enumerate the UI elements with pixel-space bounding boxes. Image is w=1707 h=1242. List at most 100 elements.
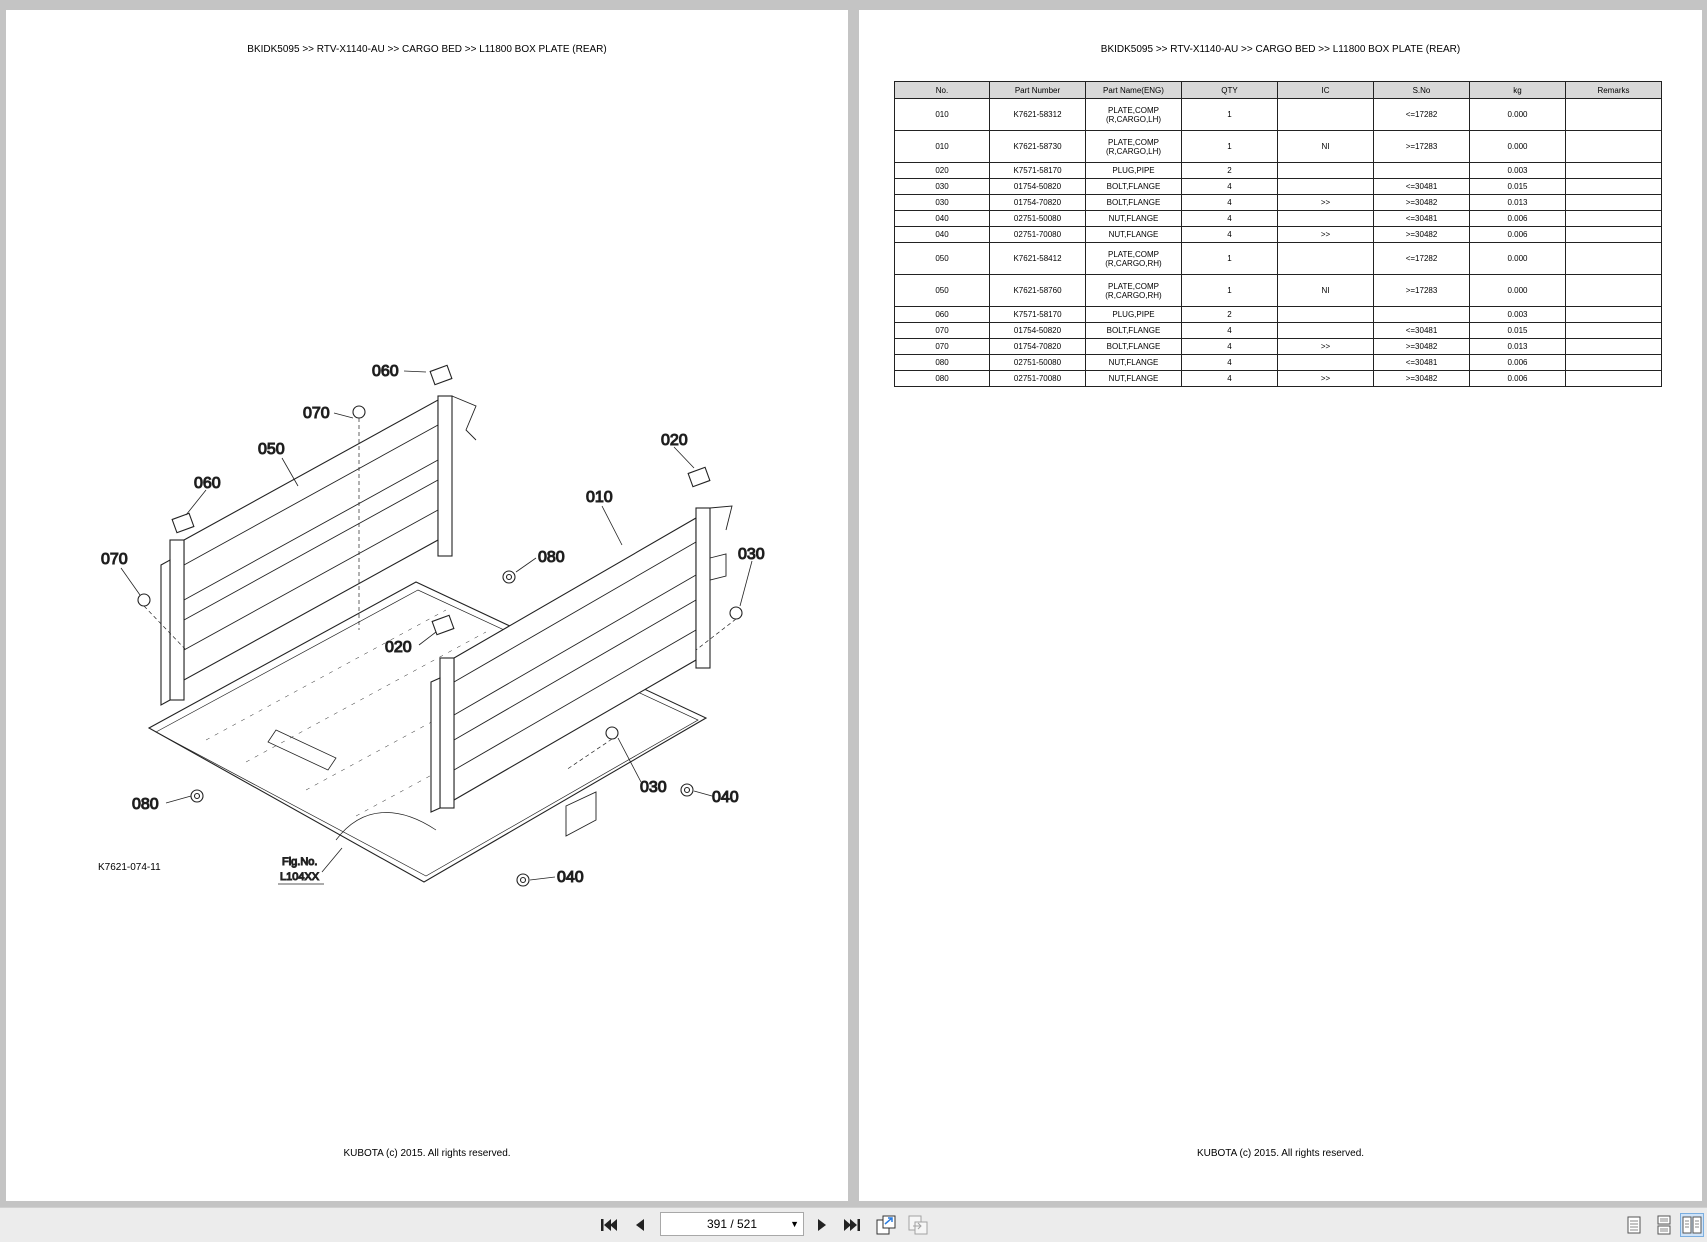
callout-020-right: 020 bbox=[661, 432, 688, 449]
cell-remarks bbox=[1565, 162, 1662, 179]
cell-kg: 0.000 bbox=[1469, 98, 1566, 131]
cell-ic bbox=[1277, 322, 1374, 339]
cell-ic bbox=[1277, 178, 1374, 195]
copyright-footer: KUBOTA (c) 2015. All rights reserved. bbox=[343, 1148, 511, 1159]
cell-sno: >=17283 bbox=[1373, 130, 1470, 163]
cell-qty: 1 bbox=[1181, 274, 1278, 307]
table-row: 040 02751-70080 NUT,FLANGE 4 >> >=30482 … bbox=[894, 226, 1662, 243]
cell-sno: <=17282 bbox=[1373, 242, 1470, 275]
right-page: BKIDK5095 >> RTV-X1140-AU >> CARGO BED >… bbox=[859, 10, 1702, 1201]
col-header-part-number: Part Number bbox=[989, 81, 1086, 99]
col-header-part-name: Part Name(ENG) bbox=[1085, 81, 1182, 99]
fit-page-icon[interactable] bbox=[874, 1213, 898, 1237]
cell-no: 060 bbox=[894, 306, 990, 323]
table-row: 050 K7621-58760 PLATE,COMP(R,CARGO,RH) 1… bbox=[894, 274, 1662, 307]
table-row: 020 K7571-58170 PLUG,PIPE 2 0.003 bbox=[894, 162, 1662, 179]
continuous-view-icon[interactable] bbox=[1652, 1213, 1676, 1237]
page-breadcrumb: BKIDK5095 >> RTV-X1140-AU >> CARGO BED >… bbox=[247, 44, 607, 55]
cell-part-name: NUT,FLANGE bbox=[1085, 226, 1182, 243]
callout-030-bottom: 030 bbox=[640, 779, 667, 796]
page-dropdown-icon[interactable]: ▼ bbox=[790, 1219, 799, 1229]
cell-no: 020 bbox=[894, 162, 990, 179]
fit-width-icon[interactable] bbox=[906, 1213, 930, 1237]
cell-part-name: NUT,FLANGE bbox=[1085, 354, 1182, 371]
cell-part-name: PLATE,COMP(R,CARGO,RH) bbox=[1085, 242, 1182, 275]
cell-part-number: K7621-58312 bbox=[989, 98, 1086, 131]
callout-080-top: 080 bbox=[538, 549, 565, 566]
part-name-line1: PLATE,COMP bbox=[1108, 281, 1159, 291]
part-name-line2: (R,CARGO,LH) bbox=[1105, 114, 1162, 124]
cell-no: 080 bbox=[894, 354, 990, 371]
next-page-icon[interactable] bbox=[810, 1213, 834, 1237]
cell-remarks bbox=[1565, 370, 1662, 387]
cell-no: 030 bbox=[894, 178, 990, 195]
cell-part-number: 01754-50820 bbox=[989, 322, 1086, 339]
cell-remarks bbox=[1565, 354, 1662, 371]
callout-050: 050 bbox=[258, 441, 285, 458]
cell-sno: <=30481 bbox=[1373, 354, 1470, 371]
cell-qty: 4 bbox=[1181, 178, 1278, 195]
cell-remarks bbox=[1565, 274, 1662, 307]
cell-no: 010 bbox=[894, 130, 990, 163]
cell-no: 070 bbox=[894, 338, 990, 355]
table-row: 070 01754-50820 BOLT,FLANGE 4 <=30481 0.… bbox=[894, 322, 1662, 339]
cell-sno: <=17282 bbox=[1373, 98, 1470, 131]
callout-020-center: 020 bbox=[385, 639, 412, 656]
figure-code: K7621-074-11 bbox=[98, 862, 161, 873]
cell-remarks bbox=[1565, 322, 1662, 339]
cell-qty: 1 bbox=[1181, 98, 1278, 131]
col-header-no: No. bbox=[894, 81, 990, 99]
cell-kg: 0.013 bbox=[1469, 338, 1566, 355]
cell-part-name: NUT,FLANGE bbox=[1085, 370, 1182, 387]
callout-030-right: 030 bbox=[738, 546, 765, 563]
table-row: 010 K7621-58730 PLATE,COMP(R,CARGO,LH) 1… bbox=[894, 130, 1662, 163]
cell-part-number: 01754-70820 bbox=[989, 338, 1086, 355]
cell-part-name: PLATE,COMP(R,CARGO,LH) bbox=[1085, 130, 1182, 163]
part-name-line1: PLATE,COMP bbox=[1108, 105, 1159, 115]
cell-part-name: BOLT,FLANGE bbox=[1085, 178, 1182, 195]
cell-ic: >> bbox=[1277, 370, 1374, 387]
table-row: 040 02751-50080 NUT,FLANGE 4 <=30481 0.0… bbox=[894, 210, 1662, 227]
fig-no-label: Fig.No. bbox=[282, 856, 317, 868]
cell-part-name: PLATE,COMP(R,CARGO,RH) bbox=[1085, 274, 1182, 307]
table-row: 030 01754-50820 BOLT,FLANGE 4 <=30481 0.… bbox=[894, 178, 1662, 195]
part-name-line1: PLATE,COMP bbox=[1108, 137, 1159, 147]
cell-sno: >=30482 bbox=[1373, 370, 1470, 387]
cell-no: 040 bbox=[894, 210, 990, 227]
side-panel-050 bbox=[160, 395, 477, 706]
table-row: 080 02751-50080 NUT,FLANGE 4 <=30481 0.0… bbox=[894, 354, 1662, 371]
prev-page-icon[interactable] bbox=[628, 1213, 652, 1237]
cell-no: 070 bbox=[894, 322, 990, 339]
cell-part-number: 02751-50080 bbox=[989, 354, 1086, 371]
cell-part-name: BOLT,FLANGE bbox=[1085, 322, 1182, 339]
cell-sno bbox=[1373, 162, 1470, 179]
last-page-icon[interactable] bbox=[840, 1213, 864, 1237]
cell-part-number: 01754-70820 bbox=[989, 194, 1086, 211]
cell-no: 050 bbox=[894, 274, 990, 307]
page-number-input[interactable]: 391 / 521 ▼ bbox=[660, 1212, 804, 1236]
col-header-remarks: Remarks bbox=[1565, 81, 1662, 99]
cell-no: 030 bbox=[894, 194, 990, 211]
cell-ic: >> bbox=[1277, 338, 1374, 355]
two-page-view-icon[interactable] bbox=[1680, 1213, 1704, 1237]
fastener-icons bbox=[137, 405, 743, 887]
cell-part-number: K7621-58730 bbox=[989, 130, 1086, 163]
callout-060-left: 060 bbox=[194, 475, 221, 492]
cell-part-name: PLUG,PIPE bbox=[1085, 306, 1182, 323]
cell-part-number: K7621-58412 bbox=[989, 242, 1086, 275]
first-page-icon[interactable] bbox=[597, 1213, 621, 1237]
fig-no-value: L104XX bbox=[280, 871, 320, 883]
single-page-view-icon[interactable] bbox=[1622, 1213, 1646, 1237]
col-header-sno: S.No bbox=[1373, 81, 1470, 99]
cell-remarks bbox=[1565, 210, 1662, 227]
cell-kg: 0.000 bbox=[1469, 130, 1566, 163]
cell-remarks bbox=[1565, 194, 1662, 211]
side-panel-010 bbox=[430, 505, 733, 813]
plug-pipe-icons bbox=[171, 364, 711, 636]
callout-070-left: 070 bbox=[101, 551, 128, 568]
cell-no: 010 bbox=[894, 98, 990, 131]
leader-lines bbox=[120, 370, 753, 881]
cell-ic bbox=[1277, 354, 1374, 371]
cell-qty: 4 bbox=[1181, 338, 1278, 355]
table-row: 070 01754-70820 BOLT,FLANGE 4 >> >=30482… bbox=[894, 338, 1662, 355]
